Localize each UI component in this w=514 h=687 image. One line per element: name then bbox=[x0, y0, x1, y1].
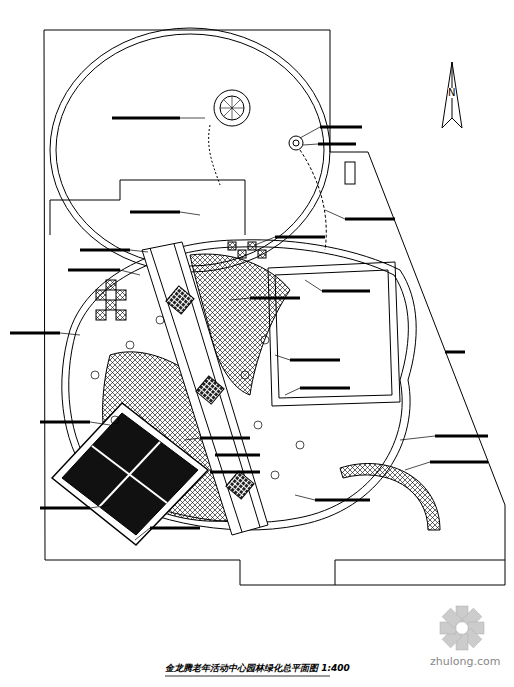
circular-path bbox=[50, 28, 330, 272]
north-arrow bbox=[442, 62, 462, 128]
circular-path bbox=[56, 34, 324, 266]
activity-hall bbox=[268, 262, 400, 406]
activity-hall bbox=[275, 270, 392, 398]
watermark-text: zhulong.com bbox=[430, 656, 500, 667]
stepping-stones bbox=[96, 280, 126, 320]
parking bbox=[335, 560, 505, 585]
tree-symbols bbox=[91, 316, 304, 479]
building-outline bbox=[50, 180, 245, 235]
fountain bbox=[214, 90, 250, 126]
grid-pavilion bbox=[52, 403, 208, 545]
watermark-logo bbox=[440, 606, 484, 650]
north-label: N bbox=[448, 88, 455, 98]
site-boundary bbox=[44, 30, 505, 585]
callout-leaders bbox=[10, 118, 488, 540]
drawing-title: 金龙腾老年活动中心园林绿化总平面图 1:400 bbox=[165, 662, 350, 675]
title-underline bbox=[165, 676, 330, 677]
curved-path bbox=[340, 463, 440, 530]
